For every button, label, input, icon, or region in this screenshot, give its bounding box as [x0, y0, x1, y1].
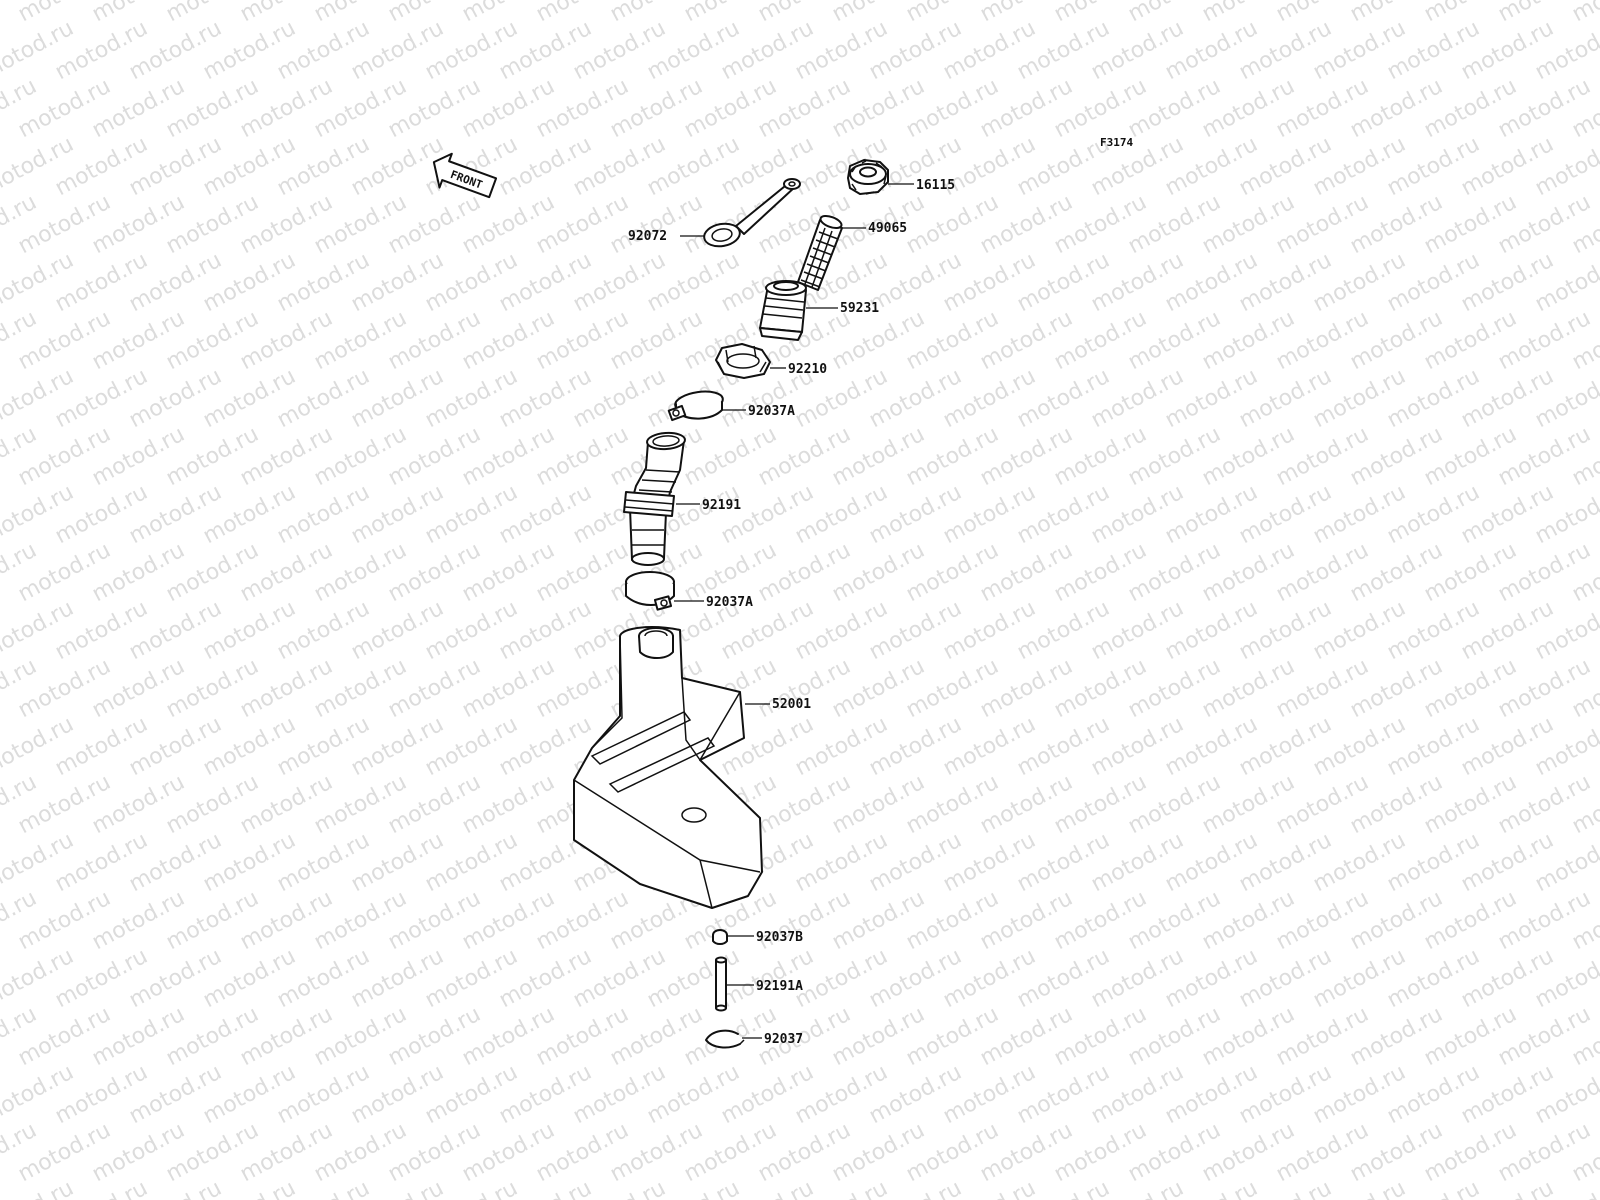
callout-52001: 52001	[772, 697, 811, 712]
hose[interactable]	[623, 431, 686, 566]
filler-neck[interactable]	[759, 280, 807, 341]
callout-92191A: 92191A	[756, 979, 803, 994]
small-clamp[interactable]	[712, 929, 728, 945]
oil-tank[interactable]	[573, 626, 763, 909]
lower-clamp[interactable]	[625, 571, 675, 611]
callout-92037A-upper: 92037A	[748, 404, 795, 419]
callout-49065: 49065	[868, 221, 907, 236]
upper-clamp[interactable]	[667, 389, 724, 422]
strainer[interactable]	[797, 214, 843, 291]
tube[interactable]	[715, 956, 727, 1012]
callout-59231: 59231	[840, 301, 879, 316]
callout-92072: 92072	[628, 229, 667, 244]
filler-cap[interactable]	[847, 159, 889, 195]
callout-92191: 92191	[702, 498, 741, 513]
callout-92037: 92037	[764, 1032, 803, 1047]
clip[interactable]	[705, 1029, 745, 1049]
figure-number: F3174	[1100, 136, 1133, 149]
nut[interactable]	[715, 343, 771, 379]
callout-92037A-lower: 92037A	[706, 595, 753, 610]
callout-16115: 16115	[916, 178, 955, 193]
front-arrow: FRONT	[432, 152, 498, 199]
cap-strap[interactable]	[702, 178, 801, 249]
callout-92210: 92210	[788, 362, 827, 377]
callout-92037B: 92037B	[756, 930, 803, 945]
